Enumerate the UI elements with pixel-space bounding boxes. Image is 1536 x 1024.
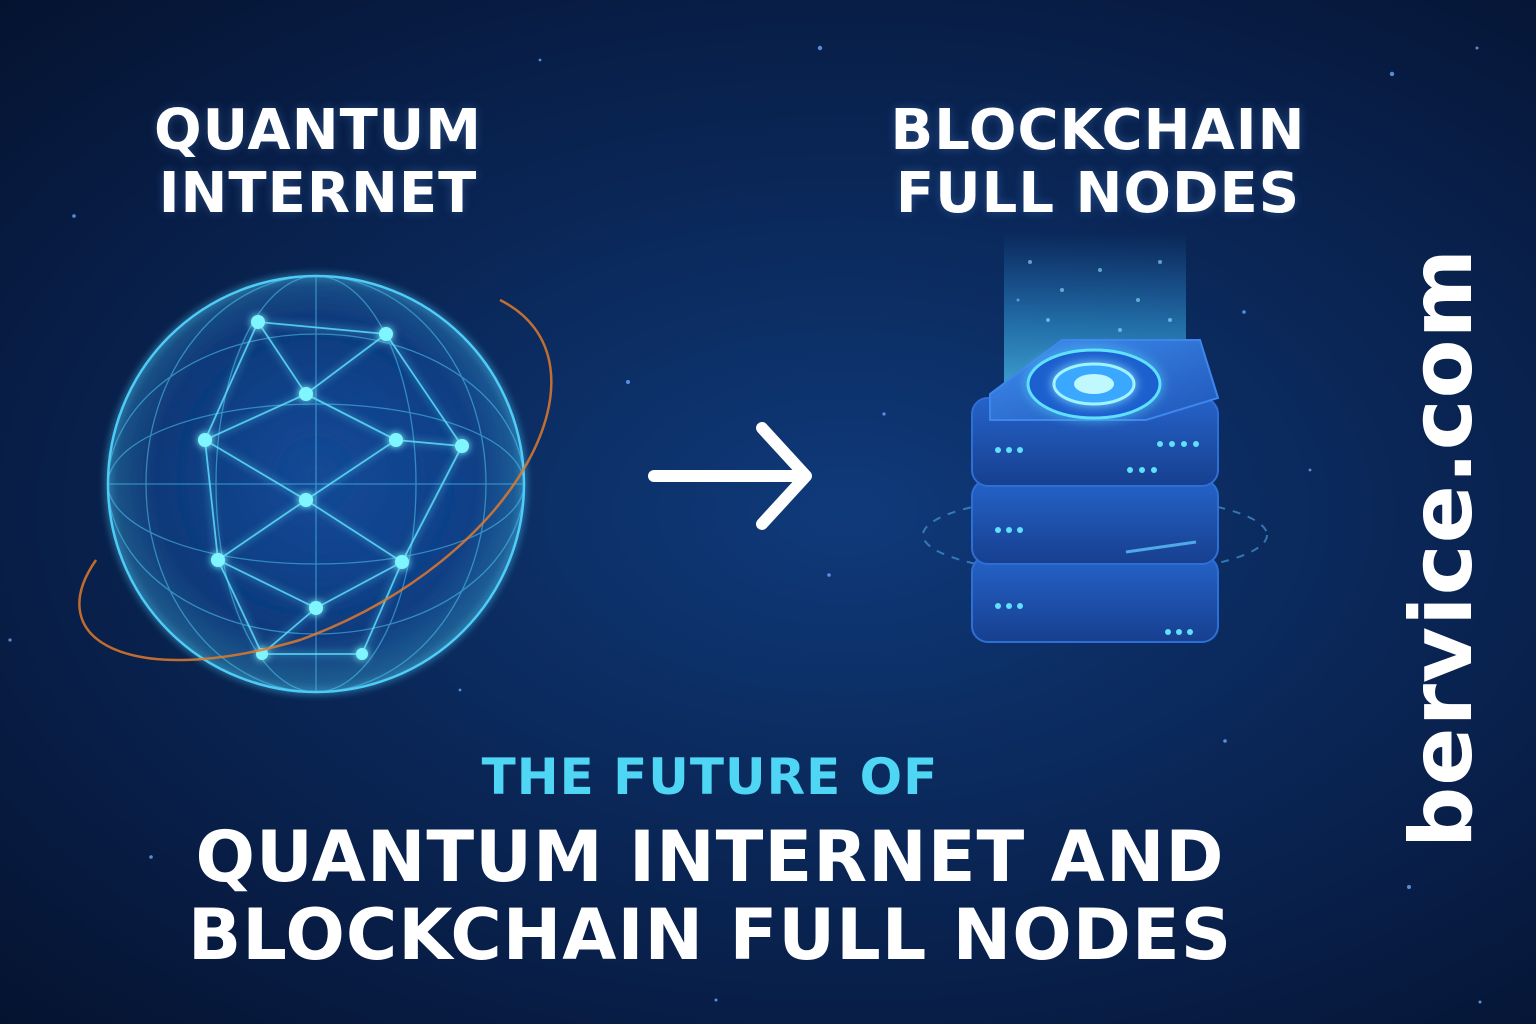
main-title: QUANTUM INTERNET AND BLOCKCHAIN FULL NOD…: [0, 818, 1420, 975]
orbit-ring: [78, 298, 553, 662]
title-line: QUANTUM INTERNET AND: [195, 816, 1225, 898]
heading-line: FULL NODES: [895, 160, 1301, 226]
network-node-dots: [198, 315, 469, 660]
heading-line: INTERNET: [158, 160, 478, 226]
brand-watermark: bervice.com: [1392, 247, 1492, 849]
subtitle: THE FUTURE OF: [481, 748, 939, 806]
quantum-internet-heading: QUANTUM INTERNET: [118, 98, 518, 226]
heading-line: BLOCKCHAIN: [890, 98, 1306, 163]
heading-line: QUANTUM: [154, 98, 482, 163]
title-line: BLOCKCHAIN FULL NODES: [187, 894, 1233, 977]
blockchain-full-nodes-heading: BLOCKCHAIN FULL NODES: [848, 98, 1348, 226]
